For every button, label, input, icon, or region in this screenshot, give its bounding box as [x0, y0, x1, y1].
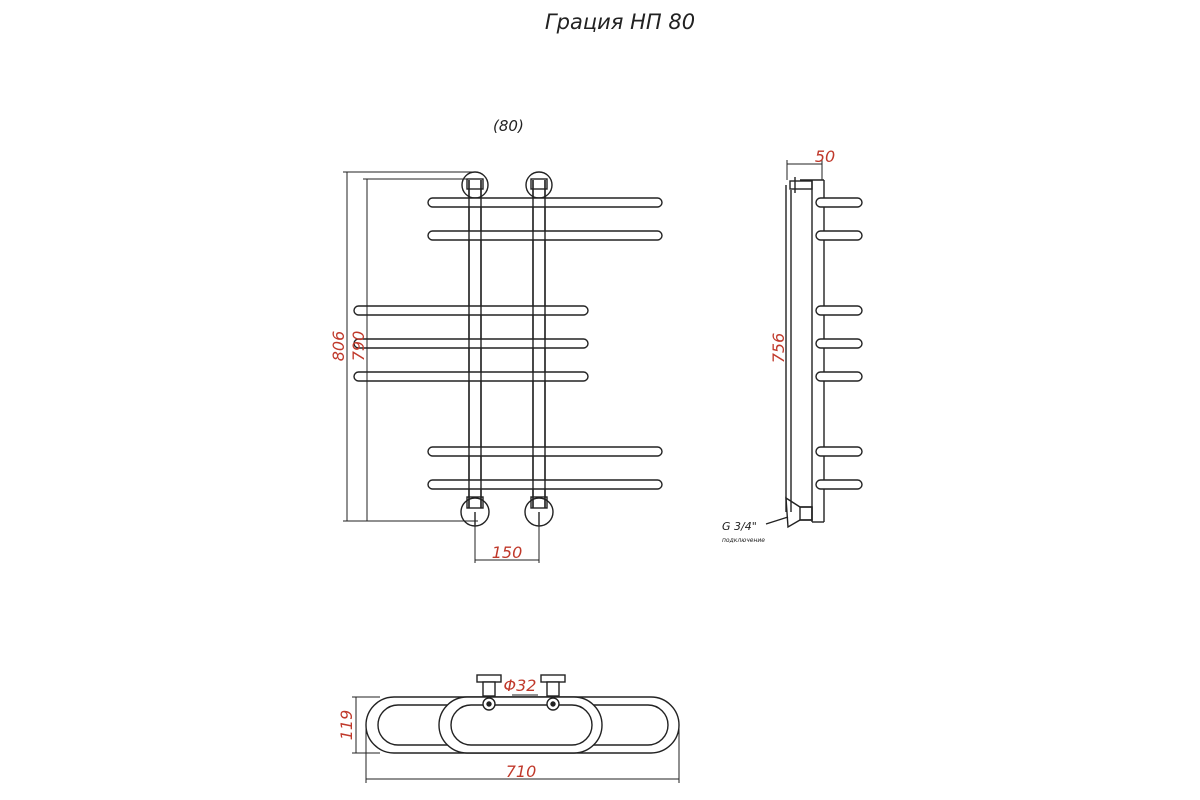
pipe-overlay	[468, 180, 546, 508]
dim-top-depth: 119	[337, 710, 356, 741]
dim-side-depth: 50	[815, 147, 835, 166]
side-view	[765, 160, 863, 529]
connection-fitting	[765, 496, 813, 529]
dim-pipe-diameter: Φ32	[504, 676, 537, 695]
inner-loop-inner	[450, 704, 593, 746]
bottom-connectors	[460, 496, 554, 527]
connection-label: G 3/4"	[722, 520, 757, 533]
top-view-connectors	[476, 674, 566, 711]
dim-top-width: 710	[506, 762, 537, 781]
side-bar-stubs	[815, 197, 863, 490]
top-dimensions	[352, 694, 680, 783]
front-view	[343, 171, 663, 563]
drawing-title: Грация НП 80	[544, 10, 696, 34]
inner-loop	[438, 696, 603, 754]
bar-5	[353, 371, 589, 382]
connection-sublabel: подключение	[722, 537, 765, 544]
bar-3	[353, 305, 589, 316]
top-view	[352, 674, 680, 783]
dim-height-inner: 790	[349, 331, 368, 362]
dim-side-height: 756	[769, 333, 788, 364]
front-view-label: (80)	[493, 117, 524, 135]
towel-bars	[353, 197, 663, 490]
top-connectors	[461, 171, 553, 199]
dim-pipe-spacing: 150	[492, 543, 523, 562]
side-dimensions	[786, 160, 823, 180]
front-dimensions	[343, 171, 540, 563]
dim-height-outer: 806	[329, 331, 348, 362]
bar-4	[353, 338, 589, 349]
